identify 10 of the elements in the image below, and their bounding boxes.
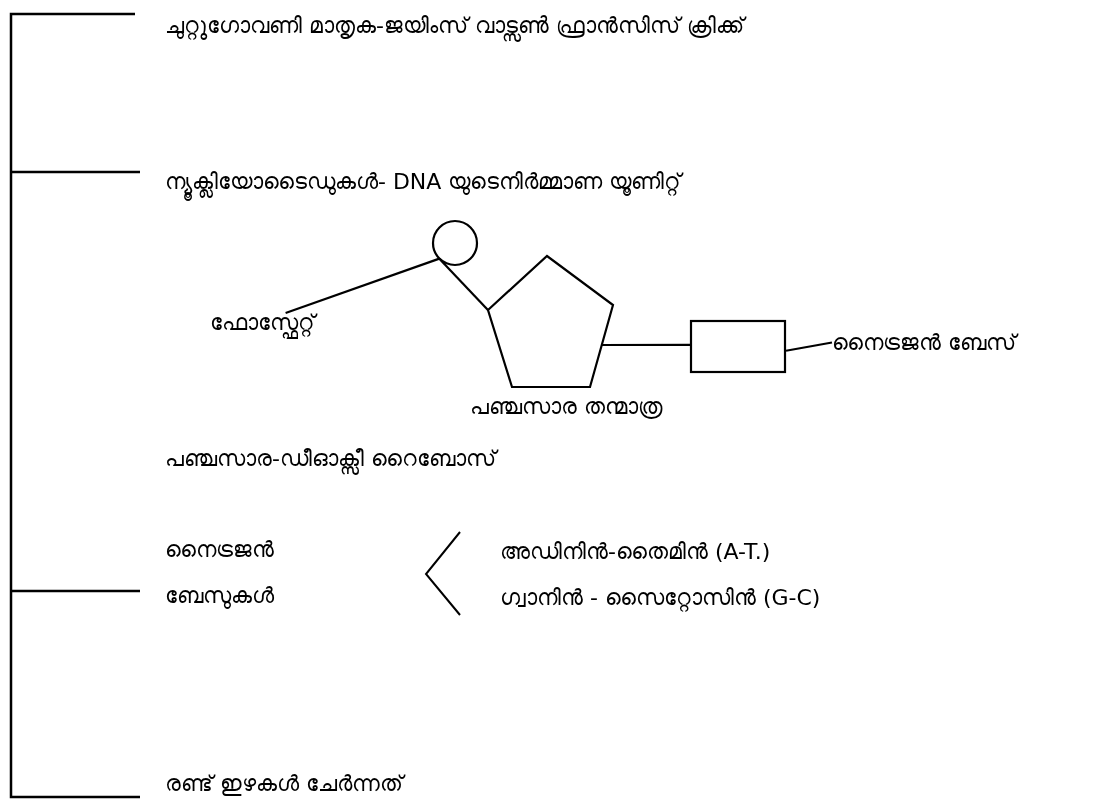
caption-text: പഞ്ചസാര തന്മാത്ര	[470, 393, 663, 421]
label-text: അഡിനിൻ-തൈമിൻ (A-T.)	[500, 538, 771, 566]
phosphate-circle	[432, 220, 478, 266]
leader-line	[285, 257, 440, 315]
base-rectangle	[690, 320, 786, 373]
label-text: ഗ്വാനിൻ - സൈറ്റോസിൻ (G-C)	[500, 584, 821, 613]
label-text: നൈട്രജൻ ബേസുകൾ	[165, 536, 275, 611]
leader-line	[785, 341, 833, 352]
sugar-pentagon	[486, 254, 616, 389]
connector-line	[601, 343, 690, 347]
